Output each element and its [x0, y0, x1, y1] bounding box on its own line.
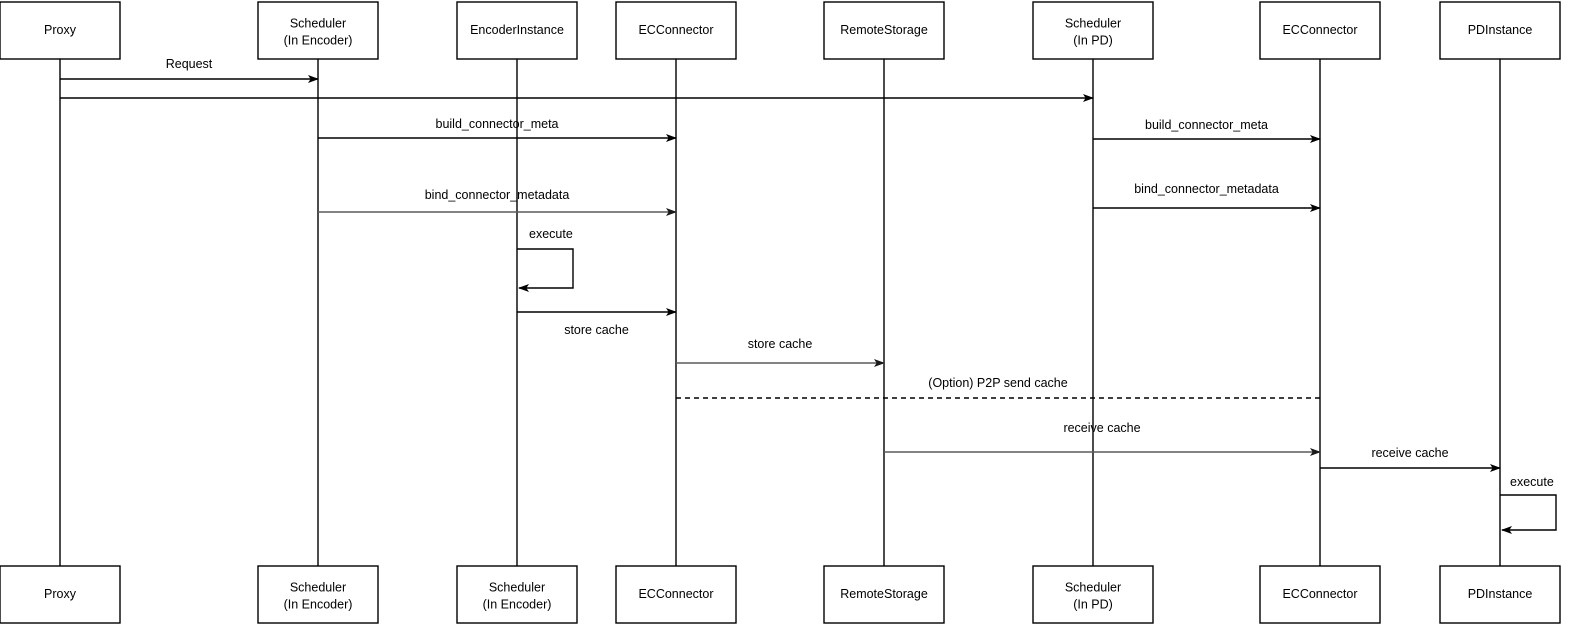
message-label: build_connector_meta	[436, 117, 559, 131]
participant-bottom-encoder_inst[interactable]: Scheduler (In Encoder)	[456, 565, 578, 624]
message-m8: store cache	[676, 337, 885, 367]
participant-top-pd_inst[interactable]: PDInstance	[1439, 1, 1561, 60]
participant-box[interactable]	[0, 565, 121, 624]
top-participant-boxes: Proxy Scheduler (In Encoder) EncoderInstanc…	[0, 1, 1561, 60]
participant-bottom-pd_inst[interactable]: PDInstance	[1439, 565, 1561, 624]
lifelines-group	[59, 59, 1501, 566]
message-m4: build_connector_meta	[1093, 118, 1321, 143]
participant-bottom-remote_store[interactable]: RemoteStorage	[823, 565, 945, 624]
participant-box[interactable]	[1032, 565, 1154, 624]
self-message-s1: execute	[517, 227, 574, 292]
self-messages-group: execute execute	[517, 227, 1557, 534]
participant-top-proxy[interactable]: Proxy	[0, 1, 121, 60]
participant-top-encoder_inst[interactable]: EncoderInstance	[456, 1, 578, 60]
participant-box[interactable]	[456, 565, 578, 624]
message-m11: receive cache	[1320, 446, 1501, 472]
participant-label-line1: PDInstance	[1468, 23, 1533, 37]
participant-label-line1: Scheduler	[1065, 580, 1121, 594]
participant-label-line1: ECConnector	[1282, 587, 1357, 601]
participant-bottom-proxy[interactable]: Proxy	[0, 565, 121, 624]
participant-label-line1: ECConnector	[1282, 23, 1357, 37]
participant-label-line1: ECConnector	[638, 587, 713, 601]
message-label: Request	[166, 57, 213, 71]
message-m9: (Option) P2P send cache	[676, 376, 1320, 399]
message-label: store cache	[748, 337, 813, 351]
participant-label-line1: Scheduler	[290, 580, 346, 594]
participant-label-line1: RemoteStorage	[840, 23, 928, 37]
participant-bottom-sched_enc[interactable]: Scheduler (In Encoder)	[257, 565, 379, 624]
participant-label-line2: (In Encoder)	[284, 33, 353, 47]
participant-label-line2: (In Encoder)	[284, 597, 353, 611]
participant-top-ec_conn_1[interactable]: ECConnector	[615, 1, 737, 60]
message-label: bind_connector_metadata	[425, 188, 570, 202]
participant-top-ec_conn_2[interactable]: ECConnector	[1259, 1, 1381, 60]
participant-bottom-ec_conn_2[interactable]: ECConnector	[1259, 565, 1381, 624]
participant-box[interactable]	[1032, 1, 1154, 60]
message-m1: Request	[60, 57, 319, 83]
participant-box[interactable]	[456, 1, 578, 60]
participant-label-line1: ECConnector	[638, 23, 713, 37]
self-message-label: execute	[1510, 475, 1554, 489]
participant-box[interactable]	[257, 1, 379, 60]
participant-bottom-sched_pd[interactable]: Scheduler (In PD)	[1032, 565, 1154, 624]
message-m3: build_connector_meta	[318, 117, 677, 142]
participant-box[interactable]	[1259, 1, 1381, 60]
participant-box[interactable]	[1439, 565, 1561, 624]
message-label: receive cache	[1371, 446, 1448, 460]
participant-label-line1: RemoteStorage	[840, 587, 928, 601]
message-label: store cache	[564, 323, 629, 337]
message-label: receive cache	[1063, 421, 1140, 435]
participant-top-remote_store[interactable]: RemoteStorage	[823, 1, 945, 60]
participant-label-line1: Scheduler	[489, 580, 545, 594]
self-message-loop	[1500, 494, 1557, 534]
message-label: bind_connector_metadata	[1134, 182, 1279, 196]
participant-box[interactable]	[823, 565, 945, 624]
participant-box[interactable]	[615, 565, 737, 624]
participant-box[interactable]	[823, 1, 945, 60]
participant-top-sched_pd[interactable]: Scheduler (In PD)	[1032, 1, 1154, 60]
bottom-participant-boxes: Proxy Scheduler (In Encoder) Scheduler (In E…	[0, 565, 1561, 624]
participant-label-line2: (In Encoder)	[483, 597, 552, 611]
participant-box[interactable]	[1439, 1, 1561, 60]
message-m5: bind_connector_metadata	[318, 188, 677, 216]
messages-group: Request build_connector_meta build_connect…	[60, 57, 1501, 472]
self-message-s2: execute	[1500, 475, 1557, 534]
message-m7: store cache	[517, 308, 677, 337]
participant-label-line1: Scheduler	[1065, 16, 1121, 30]
self-message-label: execute	[529, 227, 573, 241]
message-m6: bind_connector_metadata	[1093, 182, 1321, 212]
message-label: (Option) P2P send cache	[928, 376, 1067, 390]
participant-label-line1: EncoderInstance	[470, 23, 564, 37]
participant-box[interactable]	[1259, 565, 1381, 624]
participant-top-sched_enc[interactable]: Scheduler (In Encoder)	[257, 1, 379, 60]
participant-box[interactable]	[257, 565, 379, 624]
participant-label-line1: PDInstance	[1468, 587, 1533, 601]
participant-label-line1: Scheduler	[290, 16, 346, 30]
participant-label-line2: (In PD)	[1073, 597, 1113, 611]
participant-label-line1: Proxy	[44, 23, 77, 37]
participant-label-line1: Proxy	[44, 587, 77, 601]
participant-bottom-ec_conn_1[interactable]: ECConnector	[615, 565, 737, 624]
message-m10: receive cache	[884, 421, 1321, 456]
message-label: build_connector_meta	[1145, 118, 1268, 132]
participant-box[interactable]	[615, 1, 737, 60]
participant-label-line2: (In PD)	[1073, 33, 1113, 47]
self-message-loop	[517, 248, 574, 292]
participant-box[interactable]	[0, 1, 121, 60]
